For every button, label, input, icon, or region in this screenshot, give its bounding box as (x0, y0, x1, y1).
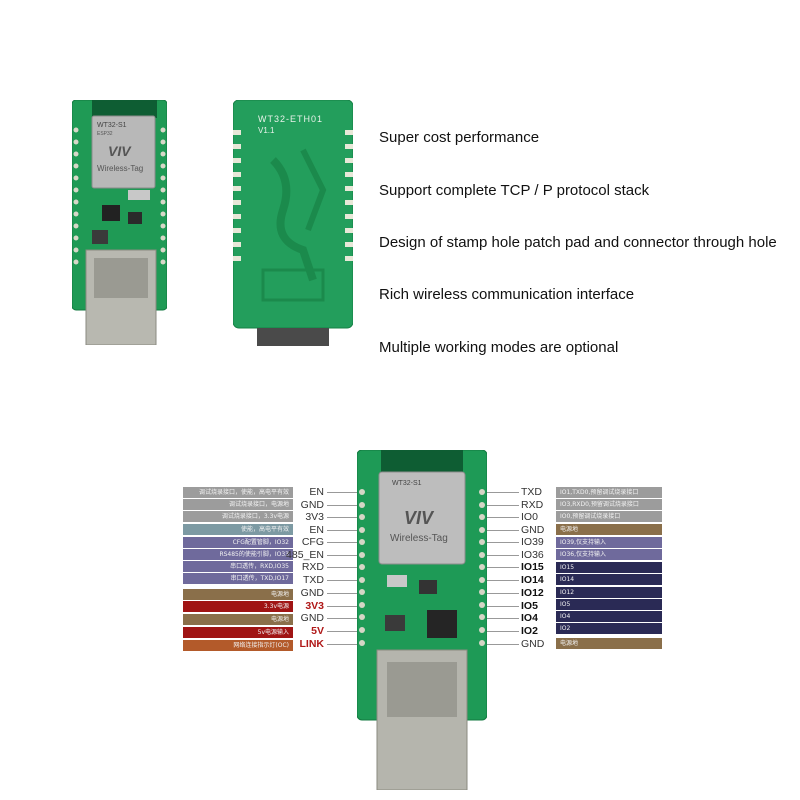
feature-5: Multiple working modes are optional (379, 339, 619, 356)
right-pin-7: IO14 (521, 574, 544, 586)
front-module-sub: ESP32 (97, 131, 113, 137)
right-leader (487, 555, 519, 556)
right-leader (487, 631, 519, 632)
left-pin-3: EN (309, 524, 324, 536)
board-back-photo (232, 99, 354, 350)
right-leader (487, 530, 519, 531)
right-pin-9: IO5 (521, 600, 538, 612)
right-leader (487, 492, 519, 493)
left-leader (327, 505, 357, 506)
feature-3: Design of stamp hole patch pad and conne… (379, 234, 777, 251)
pinout-board-photo (356, 449, 488, 791)
right-leader (487, 618, 519, 619)
right-pin-0: TXD (521, 486, 542, 498)
pinout-module-model: WT32-S1 (392, 480, 422, 487)
pinout-module-brand: Wireless-Tag (390, 533, 448, 544)
right-pin-2: IO0 (521, 511, 538, 523)
left-note-6: 串口透传，RXD,IO35 (183, 561, 293, 572)
left-leader (327, 606, 357, 607)
right-leader (487, 606, 519, 607)
right-note-3: 电源地 (556, 524, 662, 535)
right-pin-4: IO39 (521, 536, 544, 548)
left-leader (327, 580, 357, 581)
right-leader (487, 644, 519, 645)
right-note-12: 电源地 (556, 638, 662, 649)
left-leader (327, 530, 357, 531)
left-pin-0: EN (309, 486, 324, 498)
board-back-graphic (232, 99, 354, 346)
pinout-board-graphic (356, 449, 488, 791)
right-pin-11: IO2 (521, 625, 538, 637)
left-pin-9: 3V3 (305, 600, 324, 612)
left-leader (327, 542, 357, 543)
right-leader (487, 593, 519, 594)
right-leader (487, 580, 519, 581)
front-module-logo: VIV (108, 143, 131, 159)
right-note-7: IO14 (556, 574, 662, 585)
left-note-10: 电源地 (183, 614, 293, 625)
right-pin-10: IO4 (521, 612, 538, 624)
left-note-0: 调试烧录接口，使能，高电平有效 (183, 487, 293, 498)
board-front-photo (71, 99, 168, 346)
left-note-9: 3.3v电源 (183, 601, 293, 612)
right-pin-1: RXD (521, 499, 544, 511)
left-note-2: 调试烧录接口，3.3v电源 (183, 511, 293, 522)
right-pin-6: IO15 (521, 561, 544, 573)
left-note-11: 5v电源输入 (183, 627, 293, 638)
right-pin-5: IO36 (521, 549, 544, 561)
right-note-11: IO2 (556, 623, 662, 634)
left-pin-12: LINK (299, 638, 325, 650)
left-leader (327, 517, 357, 518)
right-note-10: IO4 (556, 611, 662, 622)
left-leader (327, 555, 357, 556)
front-module-model: WT32-S1 (97, 122, 127, 129)
back-silk-title: WT32-ETH01 (258, 114, 324, 124)
left-pin-2: 3V3 (305, 511, 324, 523)
feature-4: Rich wireless communication interface (379, 286, 635, 303)
left-pin-11: 5V (311, 625, 324, 637)
left-leader (327, 492, 357, 493)
left-note-7: 串口透传，TXD,IO17 (183, 573, 293, 584)
right-pin-12: GND (521, 638, 545, 650)
board-front-graphic (71, 99, 168, 346)
right-note-1: IO3,RXD0,预留调试烧录接口 (556, 499, 662, 510)
right-leader (487, 542, 519, 543)
right-note-2: IO0,预留调试烧录接口 (556, 511, 662, 522)
feature-2: Support complete TCP / P protocol stack (379, 182, 650, 199)
left-pin-1: GND (300, 499, 324, 511)
right-note-8: IO12 (556, 587, 662, 598)
left-leader (327, 631, 357, 632)
right-note-5: IO36,仅支持输入 (556, 549, 662, 560)
front-module-brand: Wireless-Tag (97, 164, 144, 173)
right-leader (487, 567, 519, 568)
pinout-module-logo: VIV (404, 508, 434, 528)
right-note-9: IO5 (556, 599, 662, 610)
left-leader (327, 618, 357, 619)
left-leader (327, 593, 357, 594)
left-note-12: 网络连接指示灯(OC) (183, 640, 293, 651)
right-pin-3: GND (521, 524, 545, 536)
left-pin-4: CFG (301, 536, 324, 548)
right-note-0: IO1,TXD0,预留调试烧录接口 (556, 487, 662, 498)
left-pin-5: 485_EN (286, 549, 324, 561)
right-note-4: IO39,仅支持输入 (556, 537, 662, 548)
left-castellations (359, 489, 485, 646)
left-note-3: 使能，高电平有效 (183, 524, 293, 535)
left-leader (327, 567, 357, 568)
left-pin-10: GND (300, 612, 324, 624)
left-leader (327, 644, 357, 645)
right-pin-8: IO12 (521, 587, 544, 599)
left-pin-7: TXD (303, 574, 324, 586)
left-note-5: RS485的使能引脚，IO33 (183, 549, 293, 560)
left-note-1: 调试烧录接口，电源地 (183, 499, 293, 510)
left-pin-6: RXD (301, 561, 324, 573)
right-leader (487, 517, 519, 518)
back-silk-version: V1.1 (258, 126, 275, 135)
left-note-4: CFG配置管脚，IO32 (183, 537, 293, 548)
right-leader (487, 505, 519, 506)
feature-1: Super cost performance (379, 129, 540, 146)
left-note-8: 电源地 (183, 589, 293, 600)
left-pin-8: GND (300, 587, 324, 599)
right-note-6: IO15 (556, 562, 662, 573)
